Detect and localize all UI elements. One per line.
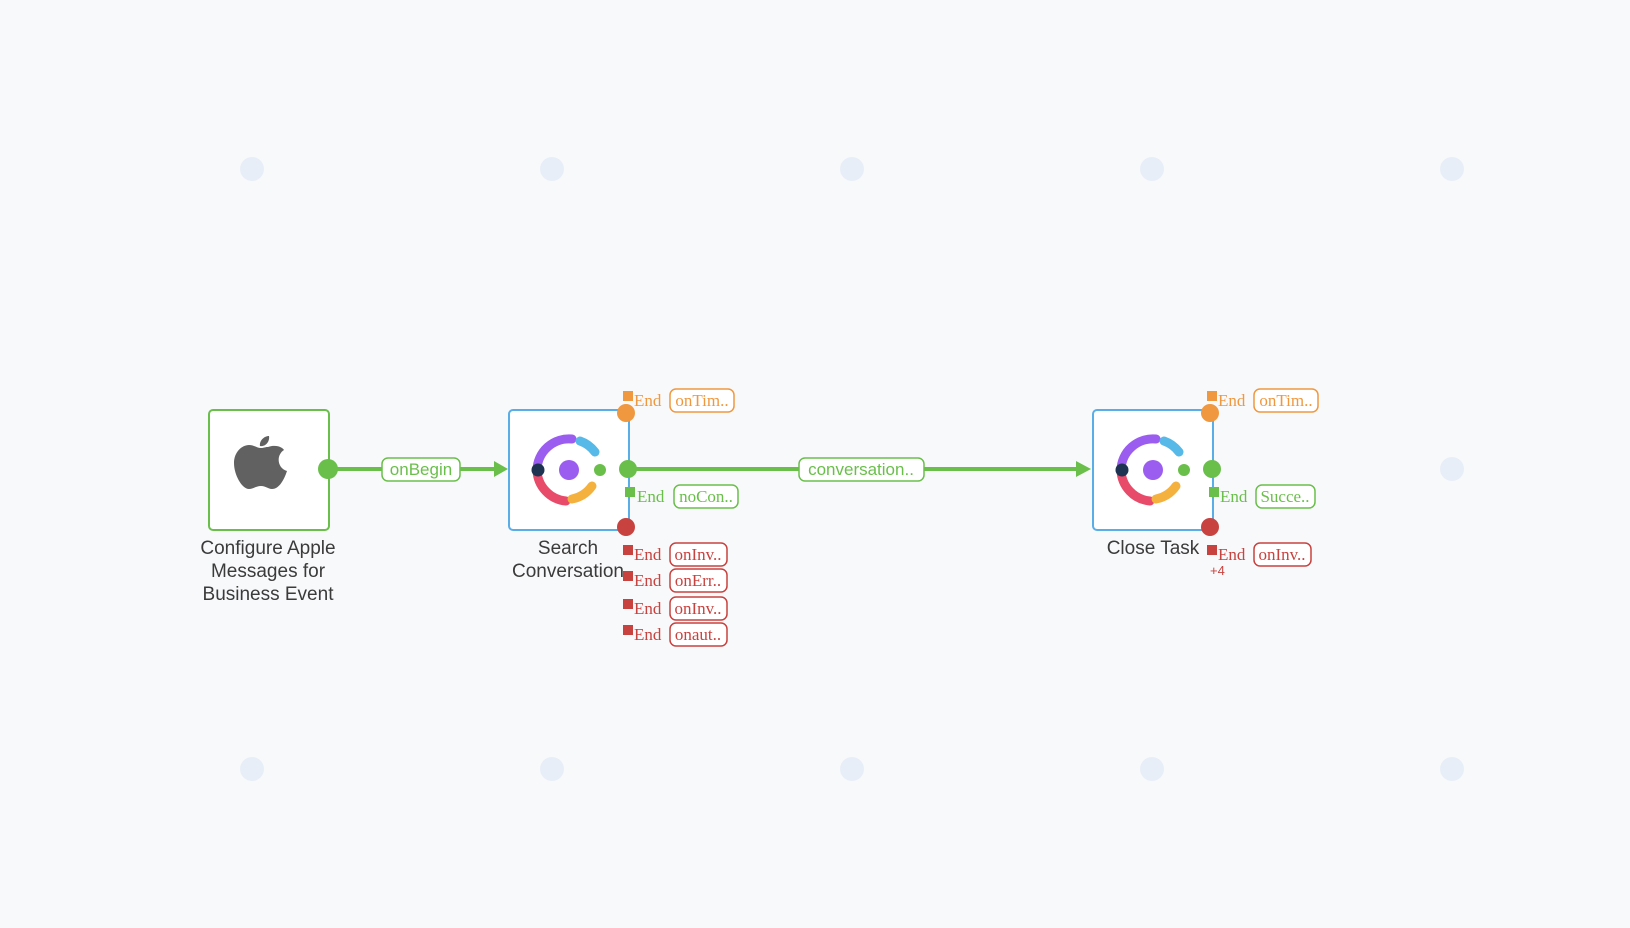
edge-onbegin[interactable]: onBegin: [328, 457, 508, 482]
outcome-box: [669, 596, 728, 621]
trigger-node-label: Configure Apple Messages for Business Ev…: [200, 538, 336, 605]
trigger-node[interactable]: [208, 409, 338, 531]
outcome-box: [1255, 484, 1316, 509]
end-marker-icon: [623, 599, 633, 609]
end-marker-icon: [625, 487, 635, 497]
error-port[interactable]: [617, 518, 635, 536]
outcome-box: [1253, 388, 1319, 413]
webex-connect-logo-icon: [1115, 434, 1190, 506]
end-marker-icon: [1207, 545, 1217, 555]
end-label: End: [1220, 487, 1248, 506]
end-label: End: [634, 625, 662, 644]
search-conversation-node-label: Search Conversation: [512, 538, 624, 582]
end-marker-icon: [623, 391, 633, 401]
close-task-node[interactable]: [1092, 404, 1221, 536]
edge-label-box: [381, 457, 461, 482]
outcome-label: noCon..: [679, 487, 733, 506]
end-label: End: [637, 487, 665, 506]
close-timeout-outcome[interactable]: End onTim..: [1207, 388, 1319, 413]
end-label: End: [1218, 391, 1246, 410]
outcome-label: onErr..: [675, 571, 721, 590]
end-marker-icon: [623, 625, 633, 635]
timeout-port[interactable]: [617, 404, 635, 422]
outcome-box: [669, 568, 728, 593]
edge-label: conversation..: [808, 460, 914, 479]
end-label: End: [634, 391, 662, 410]
end-label: End: [634, 599, 662, 618]
end-label: End: [634, 571, 662, 590]
outcome-box: [1253, 542, 1312, 567]
search-error-outcome-3[interactable]: End onInv..: [623, 596, 728, 621]
outcome-box: [669, 542, 728, 567]
outcome-label: onTim..: [1259, 391, 1312, 410]
more-outcomes-badge[interactable]: +4: [1210, 563, 1225, 578]
search-success-outcome[interactable]: End noCon..: [625, 484, 739, 509]
outcome-box: [669, 622, 728, 647]
search-timeout-outcome[interactable]: End onTim..: [623, 388, 735, 413]
outcome-box: [673, 484, 739, 509]
outcome-label: onaut..: [675, 625, 721, 644]
close-success-outcome[interactable]: End Succe..: [1209, 484, 1316, 509]
edge-label-box: [798, 457, 925, 482]
outcome-label: onTim..: [675, 391, 728, 410]
close-error-outcome[interactable]: End onInv.. +4: [1207, 542, 1312, 578]
end-label: End: [1218, 545, 1246, 564]
search-error-outcome-1[interactable]: End onInv..: [623, 542, 728, 567]
outcome-label: onInv..: [674, 545, 721, 564]
close-task-node-label: Close Task: [1106, 538, 1200, 559]
end-label: End: [634, 545, 662, 564]
webex-connect-logo-icon: [531, 434, 606, 506]
end-marker-icon: [623, 571, 633, 581]
edge-label: onBegin: [390, 460, 452, 479]
search-error-outcome-4[interactable]: End onaut..: [623, 622, 728, 647]
success-port[interactable]: [318, 459, 338, 479]
search-error-outcome-2[interactable]: End onErr..: [623, 568, 728, 593]
error-port[interactable]: [1201, 518, 1219, 536]
outcome-label: onInv..: [674, 599, 721, 618]
apple-logo-icon: [234, 436, 287, 489]
grid-dots: [240, 157, 1464, 781]
search-conversation-node[interactable]: [508, 404, 637, 536]
outcome-box: [669, 388, 735, 413]
search-error-outcomes[interactable]: End onInv.. End onErr.. End onInv.. End …: [623, 542, 728, 647]
arrow-head-icon: [494, 461, 508, 477]
success-port[interactable]: [1203, 460, 1221, 478]
end-marker-icon: [623, 545, 633, 555]
success-port[interactable]: [619, 460, 637, 478]
timeout-port[interactable]: [1201, 404, 1219, 422]
outcome-label: Succe..: [1260, 487, 1309, 506]
end-marker-icon: [1209, 487, 1219, 497]
arrow-head-icon: [1076, 461, 1091, 477]
outcome-label: onInv..: [1258, 545, 1305, 564]
end-marker-icon: [1207, 391, 1217, 401]
edge-conversation[interactable]: conversation..: [628, 457, 1091, 482]
